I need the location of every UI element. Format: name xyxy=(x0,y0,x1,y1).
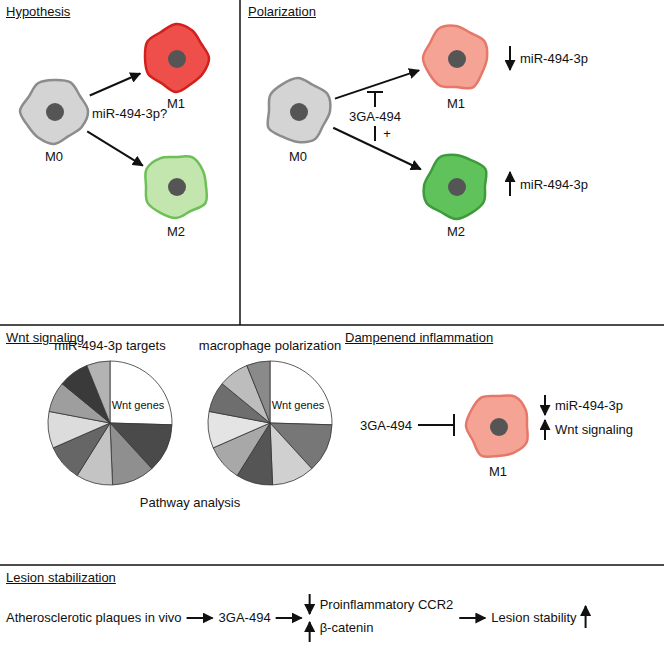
pie-slice xyxy=(270,423,312,485)
trend-arrow xyxy=(309,622,311,642)
cell-label: M2 xyxy=(420,224,492,239)
cell-membrane xyxy=(424,155,487,219)
inhibition-line xyxy=(418,424,454,426)
pie-slice xyxy=(110,423,152,485)
panel-title: Dampenend inflammation xyxy=(345,330,493,345)
cell-nucleus xyxy=(448,178,466,196)
text-label: Wnt signaling xyxy=(555,422,633,437)
text-label: miR-494-3p xyxy=(520,51,588,66)
panel-title: Polarization xyxy=(248,4,316,19)
up-arrow xyxy=(544,420,546,440)
cell-shape xyxy=(140,150,212,222)
text-label: Atherosclerotic plaques in vivo xyxy=(6,610,182,625)
pie-slice xyxy=(247,361,270,423)
cell-nucleus xyxy=(46,103,64,121)
pie-area: Wnt genes xyxy=(206,359,334,487)
cell-membrane xyxy=(20,80,88,144)
panel-title: Wnt signaling xyxy=(6,330,84,345)
polarization-arrow xyxy=(90,74,140,96)
polarization-arrow xyxy=(335,70,419,98)
macrophage-cell: M2 xyxy=(140,150,212,239)
text-label: miR-494-3p xyxy=(555,398,623,413)
cell-nucleus xyxy=(168,50,186,68)
panel-divider xyxy=(0,324,664,326)
activation-line xyxy=(374,126,376,141)
pie-chart: miR-494-3p targetsWnt genes xyxy=(30,338,190,487)
cell-label: M0 xyxy=(262,149,334,164)
pie-shape xyxy=(206,359,334,487)
cell-shape xyxy=(420,150,492,222)
macrophage-cell: M1 xyxy=(462,390,534,479)
cell-membrane xyxy=(466,395,528,457)
inhibition-line xyxy=(374,92,376,107)
text-label: 3GA-494 xyxy=(349,109,401,124)
slice-label: Wnt genes xyxy=(272,399,325,412)
cell-membrane xyxy=(268,78,331,142)
pie-chart: macrophage polarizationWnt genes xyxy=(190,338,350,487)
panel-divider xyxy=(0,564,664,566)
pie-slice xyxy=(110,361,172,425)
text-label: 3GA-494 xyxy=(360,418,412,433)
cell-label: M1 xyxy=(462,464,534,479)
cell-label: M1 xyxy=(420,96,492,111)
panel-title: Hypothesis xyxy=(6,4,70,19)
pie-title: macrophage polarization xyxy=(190,338,350,353)
inhibition-bar xyxy=(367,91,383,93)
cell-nucleus xyxy=(448,50,466,68)
flow-arrow xyxy=(187,617,213,619)
cell-membrane xyxy=(145,24,209,92)
cell-nucleus xyxy=(490,418,508,436)
polarization-arrow xyxy=(87,131,143,165)
pie-shape xyxy=(46,359,174,487)
text-label: Pathway analysis xyxy=(140,495,240,510)
up-arrow xyxy=(509,172,511,196)
macrophage-cell: M2 xyxy=(420,150,492,239)
cell-label: M2 xyxy=(140,224,212,239)
cell-shape xyxy=(262,75,334,147)
panel-divider xyxy=(239,0,241,325)
cell-membrane xyxy=(423,26,487,89)
pie-slice xyxy=(87,361,110,423)
inhibition-bar xyxy=(453,414,455,436)
cell-shape xyxy=(420,22,492,94)
cell-membrane xyxy=(145,156,207,218)
pie-area: Wnt genes xyxy=(46,359,174,487)
cell-shape xyxy=(18,75,90,147)
macrophage-cell: M1 xyxy=(420,22,492,111)
cell-nucleus xyxy=(290,103,308,121)
flow-arrow xyxy=(276,617,302,619)
cell-label: M0 xyxy=(18,149,90,164)
panel-title: Lesion stabilization xyxy=(6,570,116,585)
cell-nucleus xyxy=(168,178,186,196)
text-label: miR-494-3p xyxy=(520,177,588,192)
trend-arrow xyxy=(309,594,311,614)
macrophage-cell: M1 xyxy=(140,22,212,111)
flow-arrow xyxy=(459,617,485,619)
polarization-arrow xyxy=(333,128,421,170)
text-label: 3GA-494 xyxy=(219,610,271,625)
text-label: + xyxy=(383,126,391,141)
pie-slice xyxy=(270,361,332,425)
cell-shape xyxy=(462,390,534,462)
text-label: Lesion stability xyxy=(491,610,576,625)
text-label: β-catenin xyxy=(320,620,374,635)
down-arrow xyxy=(509,46,511,70)
macrophage-cell: M0 xyxy=(18,75,90,164)
slice-label: Wnt genes xyxy=(112,399,165,412)
cell-shape xyxy=(140,22,212,94)
trend-arrow xyxy=(585,606,587,628)
macrophage-cell: M0 xyxy=(262,75,334,164)
text-label: Proinflammatory CCR2 xyxy=(320,597,454,612)
text-label: miR-494-3p? xyxy=(92,106,167,121)
down-arrow xyxy=(544,395,546,415)
